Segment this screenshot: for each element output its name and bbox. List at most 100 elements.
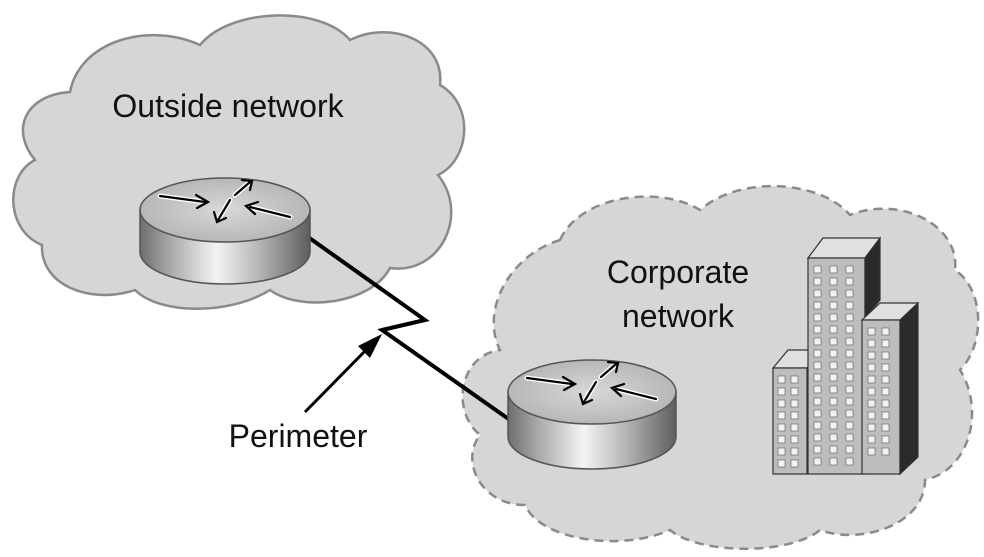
building-window bbox=[829, 349, 838, 358]
building-window bbox=[845, 385, 854, 394]
building-window bbox=[813, 325, 822, 334]
building-window bbox=[777, 399, 786, 408]
building-window bbox=[881, 375, 890, 384]
building-window bbox=[845, 397, 854, 406]
building-window bbox=[881, 387, 890, 396]
building-window bbox=[813, 313, 822, 322]
building-window bbox=[867, 363, 876, 372]
building-window bbox=[829, 265, 838, 274]
building-window bbox=[813, 433, 822, 442]
building-window bbox=[790, 375, 799, 384]
building-window bbox=[813, 445, 822, 454]
building-window bbox=[813, 385, 822, 394]
building-window bbox=[777, 375, 786, 384]
building-window bbox=[845, 445, 854, 454]
building-window bbox=[881, 435, 890, 444]
building-window bbox=[829, 421, 838, 430]
building-window bbox=[777, 411, 786, 420]
building-window bbox=[845, 325, 854, 334]
building-window bbox=[777, 447, 786, 456]
building-window bbox=[790, 423, 799, 432]
building-window bbox=[829, 373, 838, 382]
building-window bbox=[845, 409, 854, 418]
building-window bbox=[829, 457, 838, 466]
building-window bbox=[867, 411, 876, 420]
building-window bbox=[813, 301, 822, 310]
building-window bbox=[867, 399, 876, 408]
building-window bbox=[881, 351, 890, 360]
building-window bbox=[790, 411, 799, 420]
building-window bbox=[813, 361, 822, 370]
building-window bbox=[813, 457, 822, 466]
building-window bbox=[845, 313, 854, 322]
building-window bbox=[881, 411, 890, 420]
perimeter-label: Perimeter bbox=[229, 418, 368, 454]
building-window bbox=[829, 325, 838, 334]
building-window bbox=[829, 301, 838, 310]
building-window bbox=[829, 289, 838, 298]
building-window bbox=[813, 373, 822, 382]
building-window bbox=[845, 277, 854, 286]
building-window bbox=[829, 397, 838, 406]
outside-network-cloud bbox=[12, 14, 466, 310]
building-window bbox=[881, 399, 890, 408]
corporate-network-label-line2: network bbox=[622, 298, 735, 334]
building-window bbox=[777, 435, 786, 444]
building-window bbox=[845, 373, 854, 382]
building-window bbox=[845, 349, 854, 358]
building-window bbox=[790, 447, 799, 456]
corporate-router-icon bbox=[507, 359, 677, 470]
building-window bbox=[881, 327, 890, 336]
building-window bbox=[845, 289, 854, 298]
building-window bbox=[777, 459, 786, 468]
office-building-icon bbox=[771, 236, 920, 476]
building-window bbox=[813, 265, 822, 274]
building-window bbox=[867, 375, 876, 384]
building-window bbox=[881, 447, 890, 456]
building-window bbox=[867, 447, 876, 456]
building-window bbox=[845, 433, 854, 442]
building-window bbox=[845, 421, 854, 430]
building-window bbox=[845, 301, 854, 310]
building-window bbox=[881, 423, 890, 432]
building-window bbox=[845, 361, 854, 370]
building-window bbox=[813, 289, 822, 298]
building-window bbox=[790, 387, 799, 396]
outside-network-label: Outside network bbox=[112, 88, 344, 124]
building-window bbox=[813, 397, 822, 406]
building-window bbox=[881, 339, 890, 348]
building-window bbox=[829, 277, 838, 286]
serial-link-line bbox=[306, 235, 512, 422]
building-window bbox=[867, 351, 876, 360]
outside-router-icon bbox=[139, 177, 311, 285]
building-window bbox=[813, 277, 822, 286]
building-window bbox=[790, 459, 799, 468]
building-window bbox=[790, 399, 799, 408]
building-window bbox=[829, 385, 838, 394]
perimeter-arrow bbox=[303, 334, 382, 414]
building-window bbox=[829, 409, 838, 418]
building-window bbox=[867, 435, 876, 444]
building-window bbox=[845, 457, 854, 466]
building-window bbox=[829, 445, 838, 454]
corporate-network-label-line1: Corporate bbox=[607, 254, 749, 290]
building-window bbox=[777, 387, 786, 396]
building-window bbox=[881, 363, 890, 372]
building-window bbox=[777, 423, 786, 432]
building-window bbox=[867, 423, 876, 432]
building-window bbox=[829, 313, 838, 322]
building-window bbox=[813, 421, 822, 430]
building-window bbox=[867, 387, 876, 396]
building-window bbox=[867, 327, 876, 336]
building-window bbox=[829, 433, 838, 442]
building-window bbox=[845, 337, 854, 346]
building-window bbox=[790, 435, 799, 444]
building-window bbox=[829, 337, 838, 346]
building-window bbox=[845, 265, 854, 274]
building-window bbox=[867, 339, 876, 348]
building-window bbox=[813, 337, 822, 346]
building-window bbox=[813, 409, 822, 418]
building-window bbox=[829, 361, 838, 370]
building-window bbox=[813, 349, 822, 358]
